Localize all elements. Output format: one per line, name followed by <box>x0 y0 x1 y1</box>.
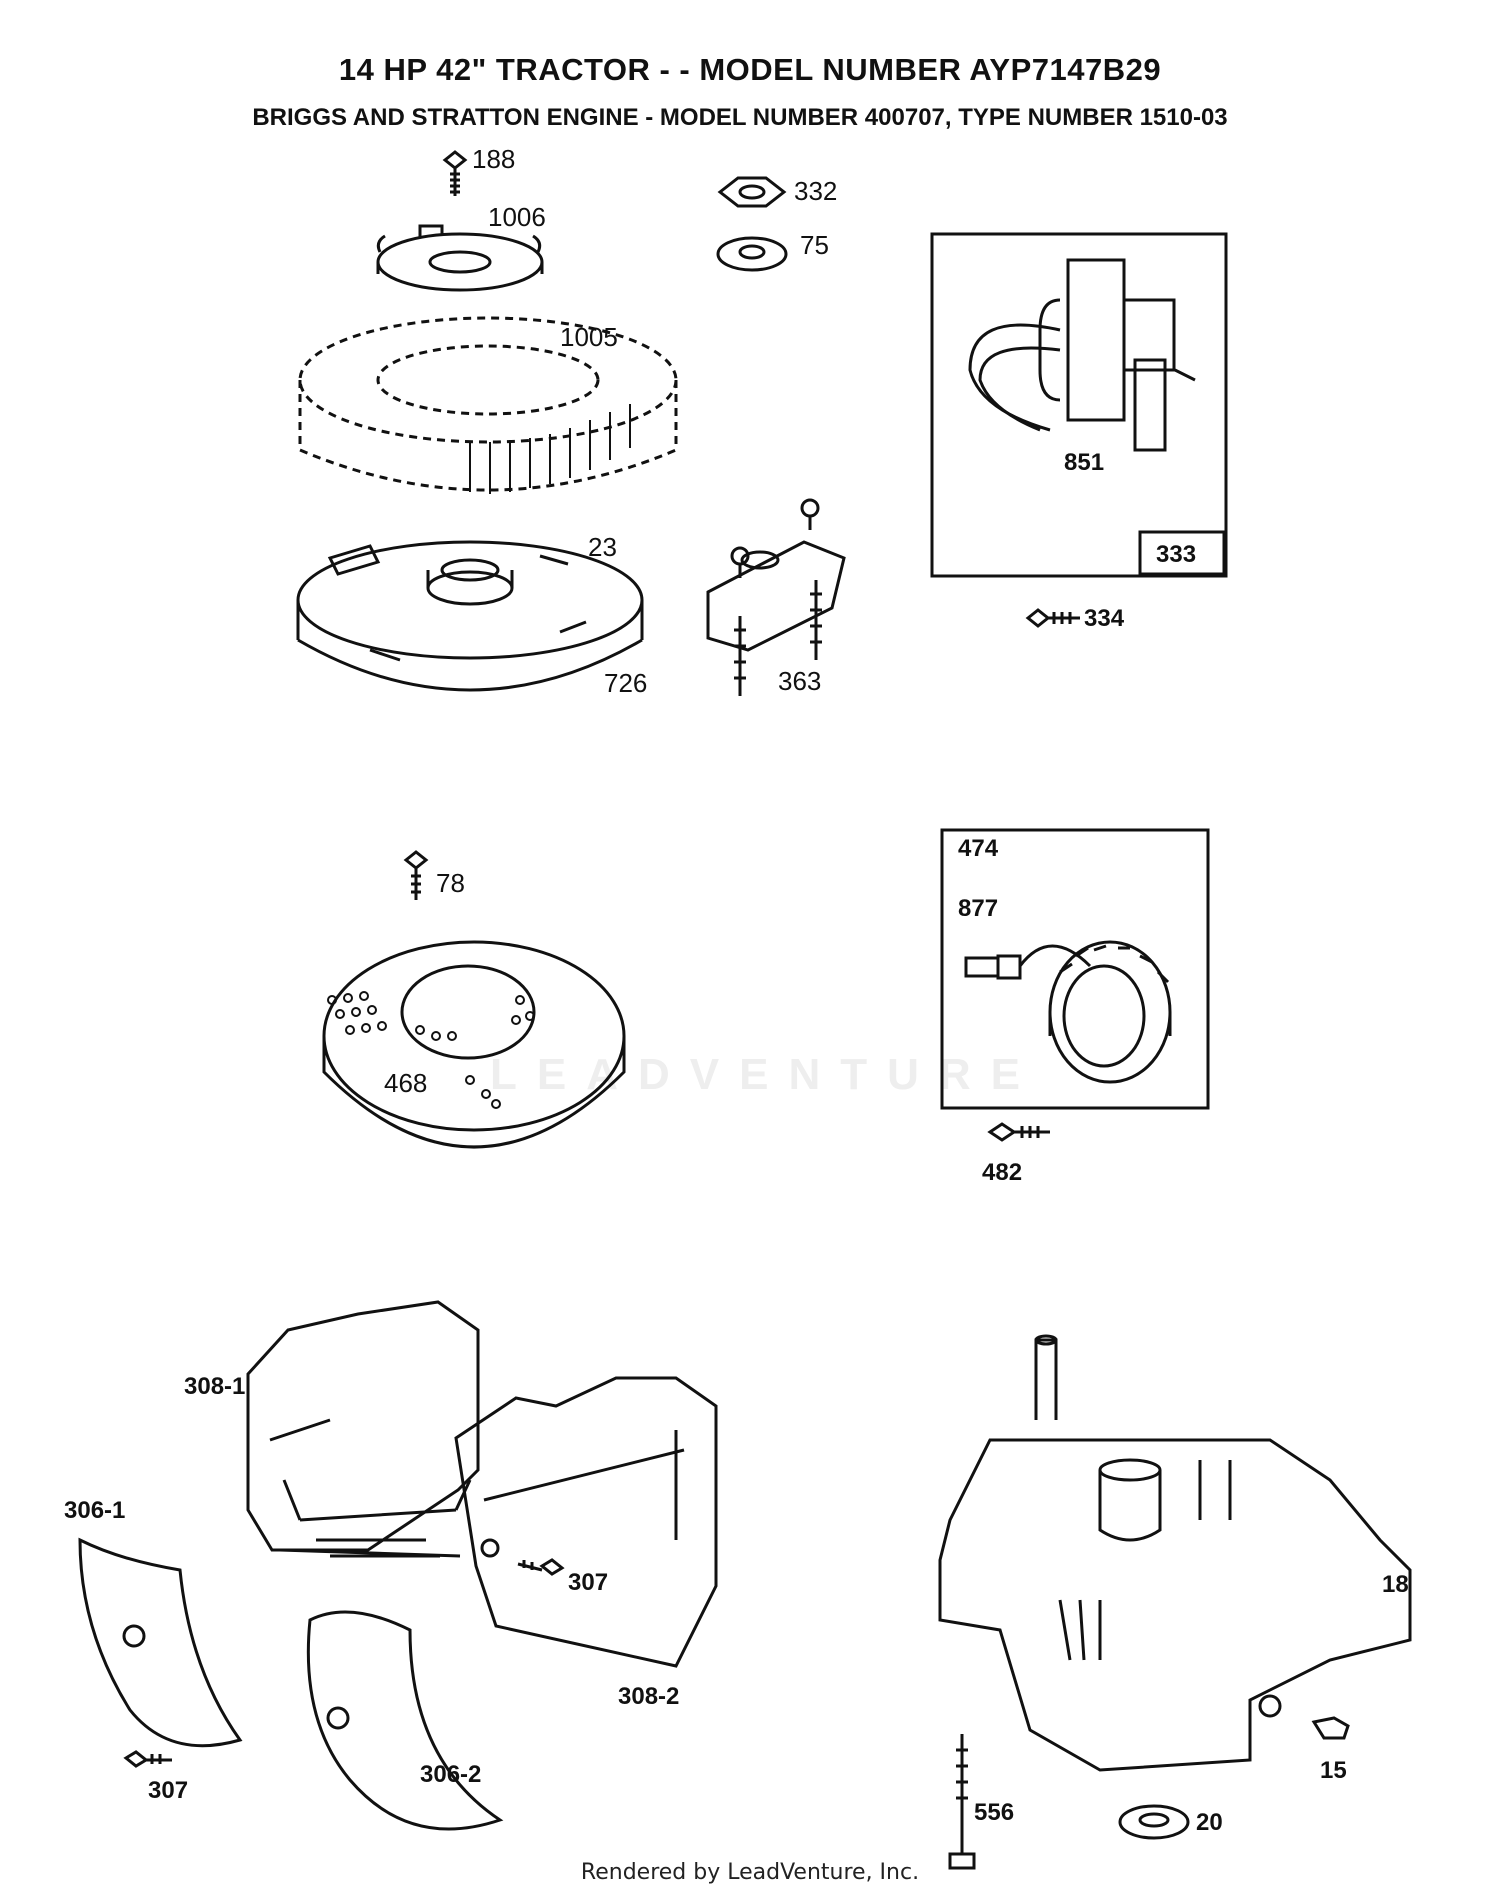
label-308-2: 308-2 <box>618 1683 679 1710</box>
part-877-connector <box>964 944 1092 980</box>
label-468: 468 <box>384 1068 427 1098</box>
label-75: 75 <box>800 230 829 260</box>
label-15: 15 <box>1320 1757 1347 1784</box>
diagram-title: 14 HP 42" TRACTOR - - MODEL NUMBER AYP71… <box>338 52 1162 87</box>
label-1005: 1005 <box>560 322 618 352</box>
part-307-screw-upper <box>517 1558 565 1576</box>
label-332: 332 <box>794 176 837 206</box>
label-726: 726 <box>604 668 647 698</box>
box-333 <box>930 232 1228 578</box>
part-15-plug <box>1311 1716 1350 1740</box>
label-306-2: 306-2 <box>420 1761 481 1788</box>
label-308-1: 308-1 <box>184 1373 245 1400</box>
part-474-alternator <box>1048 940 1172 1084</box>
part-468-holes <box>327 991 535 1109</box>
label-363: 363 <box>778 666 821 696</box>
label-306-1: 306-1 <box>64 1497 125 1524</box>
label-482: 482 <box>982 1159 1022 1186</box>
part-363-bracket <box>706 498 846 696</box>
part-75-washer <box>716 236 788 272</box>
label-556: 556 <box>974 1799 1014 1826</box>
part-468-screen <box>322 940 626 1149</box>
box-474 <box>940 828 1210 1110</box>
part-482-screw <box>987 1122 1050 1142</box>
label-20: 20 <box>1196 1809 1223 1836</box>
part-306-2-baffle <box>306 1610 504 1831</box>
label-851: 851 <box>1064 449 1104 476</box>
label-877: 877 <box>958 895 998 922</box>
part-188-screw <box>442 150 468 196</box>
part-1006-plate <box>376 224 544 292</box>
part-726-flywheel <box>296 540 644 692</box>
watermark: LEADVENTURE <box>490 1050 1041 1099</box>
part-1005-fins <box>469 404 631 494</box>
label-18: 18 <box>1382 1571 1409 1598</box>
part-556-bolt <box>948 1734 976 1870</box>
label-1006: 1006 <box>488 202 546 232</box>
label-23: 23 <box>588 532 617 562</box>
label-334: 334 <box>1084 605 1125 632</box>
part-18-crankcase <box>938 1334 1412 1772</box>
label-307-upper: 307 <box>568 1569 608 1596</box>
label-333: 333 <box>1156 541 1196 568</box>
part-308-1-shroud <box>246 1300 480 1558</box>
part-78-screw <box>403 850 429 900</box>
diagram-subtitle: BRIGGS AND STRATTON ENGINE - MODEL NUMBE… <box>252 104 1228 131</box>
label-307-lower: 307 <box>148 1777 188 1804</box>
label-188: 188 <box>472 144 515 174</box>
label-78: 78 <box>436 868 465 898</box>
part-308-2-shroud <box>454 1376 718 1668</box>
part-306-1-baffle <box>78 1537 243 1748</box>
part-1005-screen <box>298 316 678 492</box>
part-332-nut <box>717 176 787 208</box>
part-851-armature <box>968 258 1196 452</box>
part-334-screw <box>1025 608 1080 628</box>
part-307-screw-lower <box>123 1750 172 1768</box>
label-474: 474 <box>958 835 999 862</box>
footer-credit: Rendered by LeadVenture, Inc. <box>580 1860 920 1885</box>
part-20-seal <box>1118 1804 1190 1840</box>
